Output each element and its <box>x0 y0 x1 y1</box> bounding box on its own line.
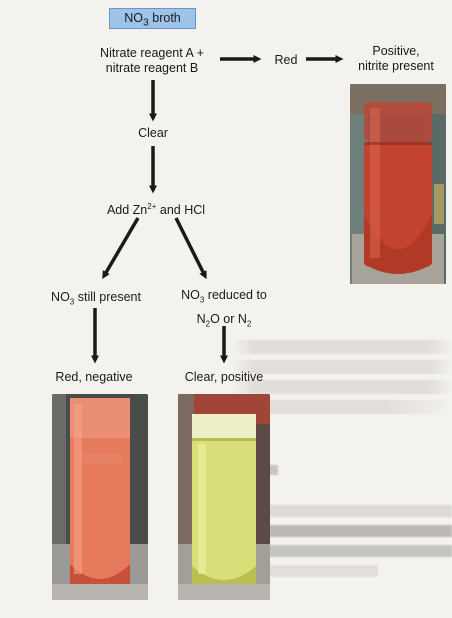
arrow-to-no3-reduced <box>174 217 207 280</box>
red-negative-label: Red, negative <box>55 370 133 384</box>
add-zn-hcl-label: Add Zn2+ and HCl <box>106 202 206 218</box>
background-text-lower <box>268 465 452 577</box>
tube-photo-nitrite-positive <box>350 84 446 284</box>
no3-still-present-label: NO3 still present <box>51 290 141 307</box>
no3-broth-box: NO3 broth <box>109 8 196 29</box>
no3-reduced-label: NO3 reduced to N2O or N2 <box>181 288 267 328</box>
red-result-label: Red <box>274 53 298 67</box>
background-text <box>232 340 452 440</box>
arrow-to-no3-present <box>102 217 140 280</box>
tube-photo-red-negative <box>52 394 148 600</box>
no3-broth-label: NO3 broth <box>124 11 181 29</box>
positive-nitrite-label: Positive, nitrite present <box>358 44 434 73</box>
nitrate-reagent-label: Nitrate reagent A + nitrate reagent B <box>100 46 204 75</box>
clear-positive-label: Clear, positive <box>184 370 264 384</box>
clear-label: Clear <box>138 126 168 140</box>
tube-photo-clear-positive <box>178 394 270 600</box>
